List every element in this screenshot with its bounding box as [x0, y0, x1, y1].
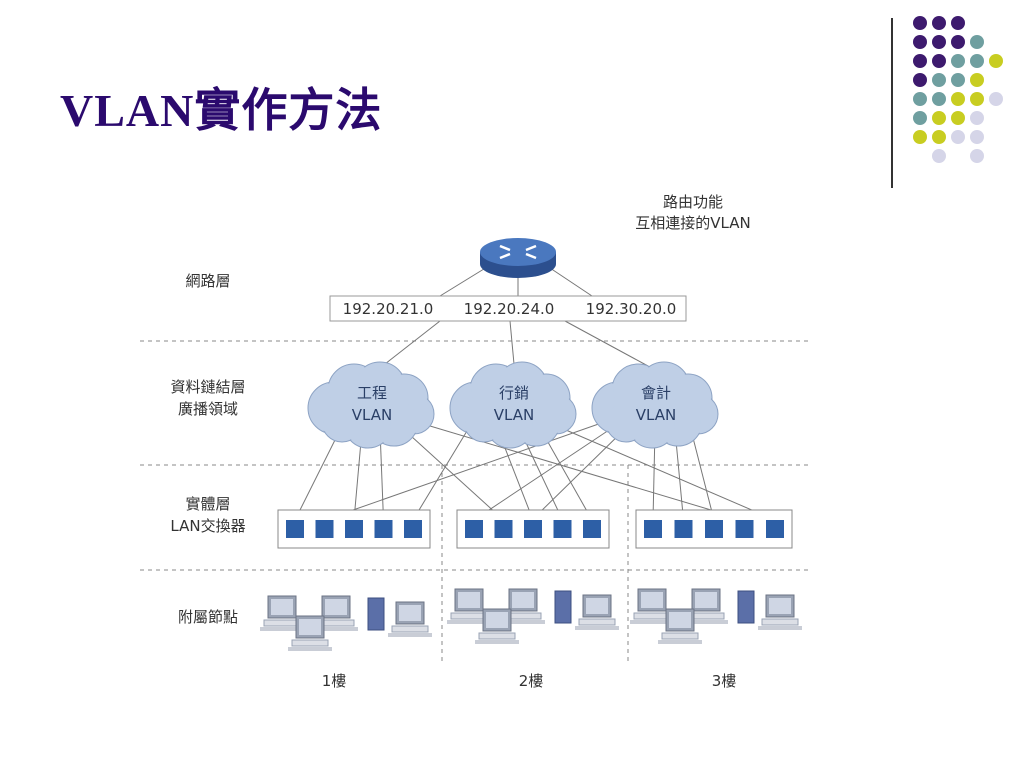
switch-port: [374, 520, 393, 538]
decor-dot: [970, 35, 984, 49]
decor-dot: [970, 73, 984, 87]
decor-dot: [932, 92, 946, 106]
computer-icon: [388, 601, 432, 637]
switch-port: [494, 520, 513, 538]
decor-dot: [913, 92, 927, 106]
lan-switch-3: [635, 509, 793, 549]
switch-port: [315, 520, 334, 538]
decor-dot: [970, 130, 984, 144]
lan-switch-2: [456, 509, 610, 549]
vlan-name: 會計: [641, 384, 671, 402]
decor-dot: [913, 35, 927, 49]
decor-dot: [932, 73, 946, 87]
decor-dot: [951, 111, 965, 125]
slide-title: VLAN實作方法: [60, 85, 383, 136]
vlan-suffix: VLAN: [352, 406, 392, 424]
vlan-name: 工程: [357, 384, 387, 402]
decor-dot: [932, 130, 946, 144]
floor-label-2: 2樓: [519, 672, 544, 690]
subnet-1: 192.20.21.0: [343, 300, 434, 318]
computer-icon: [314, 595, 358, 631]
decor-dot: [913, 54, 927, 68]
subnet-box: [329, 295, 687, 322]
server-icon: [737, 590, 755, 624]
vlan-cloud-3: 會計 VLAN: [591, 361, 719, 449]
layer-datalink-label-2: 廣播領域: [178, 400, 238, 418]
switch-port: [553, 520, 572, 538]
floor-label-1: 1樓: [322, 672, 347, 690]
vlan-suffix: VLAN: [636, 406, 676, 424]
switch-port: [345, 520, 363, 538]
decor-dot: [989, 54, 1003, 68]
switch-port: [644, 520, 662, 538]
switch-port: [766, 520, 784, 538]
decor-dot: [913, 111, 927, 125]
layer-physical-label-1: 實體層: [185, 495, 230, 513]
decor-dot: [932, 54, 946, 68]
computer-icon: [684, 588, 728, 624]
decor-dot: [970, 111, 984, 125]
server-icon: [367, 597, 385, 631]
layer-datalink-label-1: 資料鏈結層: [170, 378, 245, 396]
server-icon: [554, 590, 572, 624]
lan-switch-1: [277, 509, 431, 549]
decor-dot: [932, 149, 946, 163]
floor-label-3: 3樓: [712, 672, 737, 690]
subnet-2: 192.20.24.0: [464, 300, 555, 318]
vlan-name: 行銷: [499, 384, 529, 402]
lan-switches: [277, 509, 793, 549]
decor-dot: [913, 73, 927, 87]
switch-port: [286, 520, 304, 538]
switch-port: [674, 520, 693, 538]
router-label-line2: 互相連接的VLAN: [635, 214, 750, 232]
computer-icon: [658, 608, 702, 644]
decor-dot: [951, 73, 965, 87]
subnet-3: 192.30.20.0: [586, 300, 677, 318]
decorative-dot-grid: [913, 16, 1003, 163]
switch-port: [583, 520, 601, 538]
computer-icon: [447, 588, 491, 624]
computer-icon: [575, 594, 619, 630]
decor-dot: [951, 16, 965, 30]
decor-dot: [970, 54, 984, 68]
switch-port: [404, 520, 422, 538]
decor-dot: [932, 16, 946, 30]
decor-dot: [951, 130, 965, 144]
computer-icon: [501, 588, 545, 624]
decor-dot: [913, 16, 927, 30]
decor-dot: [989, 92, 1003, 106]
decor-dot: [970, 92, 984, 106]
layer-network-label: 網路層: [185, 272, 230, 290]
vlan-clouds: 工程 VLAN 行銷 VLAN 會計 VLAN: [307, 361, 719, 449]
decor-dot: [970, 149, 984, 163]
switch-port: [705, 520, 723, 538]
decor-dot: [913, 130, 927, 144]
computer-icon: [630, 588, 674, 624]
layer-nodes-label: 附屬節點: [178, 608, 238, 626]
router-label-line1: 路由功能: [663, 193, 723, 211]
switch-port: [524, 520, 542, 538]
decor-dot: [932, 35, 946, 49]
computer-icon: [260, 595, 304, 631]
switch-port: [465, 520, 483, 538]
decor-dot: [951, 54, 965, 68]
vlan-cloud-2: 行銷 VLAN: [449, 361, 577, 449]
vlan-suffix: VLAN: [494, 406, 534, 424]
vlan-cloud-1: 工程 VLAN: [307, 361, 435, 449]
header-divider: [891, 18, 893, 188]
computer-icon: [475, 608, 519, 644]
switch-port: [735, 520, 754, 538]
computer-icon: [288, 615, 332, 651]
decor-dot: [951, 92, 965, 106]
attached-nodes: [260, 588, 802, 651]
decor-dot: [951, 35, 965, 49]
router-icon: [480, 238, 556, 278]
layer-physical-label-2: LAN交換器: [170, 517, 245, 535]
connection-lines: [294, 263, 776, 521]
computer-icon: [758, 594, 802, 630]
decor-dot: [932, 111, 946, 125]
